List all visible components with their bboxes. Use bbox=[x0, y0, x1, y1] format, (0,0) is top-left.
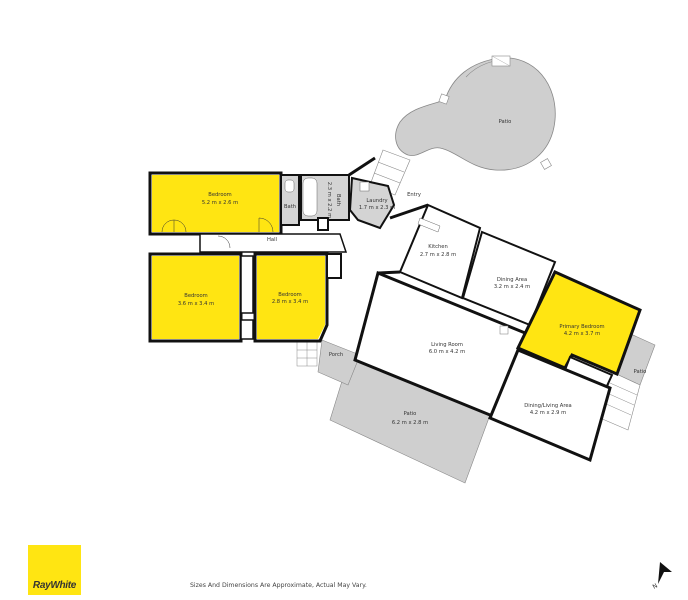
porch-label: Porch bbox=[329, 352, 343, 358]
dining-living-label: Dining/Living Area bbox=[524, 403, 572, 409]
bedroom-1: Bedroom 5.2 m x 2.6 m bbox=[148, 171, 283, 236]
bedroom-2-label: Bedroom bbox=[184, 293, 207, 299]
laundry-label: Laundry bbox=[366, 198, 387, 204]
bath-1-label: Bath bbox=[284, 204, 296, 210]
bedroom-3-dims: 2.8 m x 3.4 m bbox=[272, 299, 308, 305]
primary-bedroom-label: Primary Bedroom bbox=[559, 324, 604, 330]
laundry: Laundry 1.7 m x 2.3 m bbox=[348, 176, 395, 230]
entry-label: Entry bbox=[407, 192, 421, 198]
bath-2: Bath 2.3 m x 2.2 m bbox=[300, 174, 350, 231]
bedroom-3-label: Bedroom bbox=[278, 292, 301, 298]
bedroom-2-dims: 3.6 m x 3.4 m bbox=[178, 301, 214, 307]
primary-bedroom-dims: 4.2 m x 3.7 m bbox=[564, 331, 600, 337]
patio-round-label: Patio bbox=[499, 119, 512, 125]
patio-side-label: Patio bbox=[634, 369, 647, 375]
bedroom-1-label: Bedroom bbox=[208, 192, 231, 198]
dining-area-label: Dining Area bbox=[497, 277, 527, 283]
bath-1: Bath bbox=[280, 174, 300, 226]
dining-living-dims: 4.2 m x 2.9 m bbox=[530, 410, 566, 416]
laundry-dims: 1.7 m x 2.3 m bbox=[359, 205, 395, 211]
patio-front-label: Patio bbox=[404, 411, 417, 417]
walls bbox=[348, 156, 429, 275]
disclaimer-text: Sizes And Dimensions Are Approximate, Ac… bbox=[190, 582, 367, 589]
kitchen-dims: 2.7 m x 2.8 m bbox=[420, 252, 456, 258]
kitchen-label: Kitchen bbox=[428, 244, 448, 250]
hall: Hall bbox=[199, 233, 348, 253]
bedroom-1-dims: 5.2 m x 2.6 m bbox=[202, 200, 238, 206]
living-room-dims: 6.0 m x 4.2 m bbox=[429, 349, 465, 355]
patio-front-dims: 6.2 m x 2.8 m bbox=[392, 420, 428, 426]
living-room-label: Living Room bbox=[431, 342, 463, 348]
porch: Porch bbox=[296, 339, 361, 386]
hall-label: Hall bbox=[267, 237, 277, 243]
primary-bedroom: Primary Bedroom 4.2 m x 3.7 m bbox=[515, 270, 642, 390]
dining-living-area: Dining/Living Area 4.2 m x 2.9 m bbox=[488, 348, 612, 463]
bath-2-dims: 2.3 m x 2.2 m bbox=[326, 182, 332, 218]
dining-area-dims: 3.2 m x 2.4 m bbox=[494, 284, 530, 290]
north-label: N bbox=[652, 582, 659, 590]
bath-2-label: Bath bbox=[335, 194, 341, 206]
brand-name: RayWhite bbox=[32, 580, 77, 591]
patio-round: Patio bbox=[395, 55, 556, 171]
north-arrow-icon: N bbox=[652, 562, 672, 590]
bedroom-3: Bedroom 2.8 m x 3.4 m bbox=[253, 252, 342, 343]
raywhite-logo: RayWhite bbox=[28, 545, 81, 595]
bedroom-2: Bedroom 3.6 m x 3.4 m bbox=[148, 252, 254, 343]
